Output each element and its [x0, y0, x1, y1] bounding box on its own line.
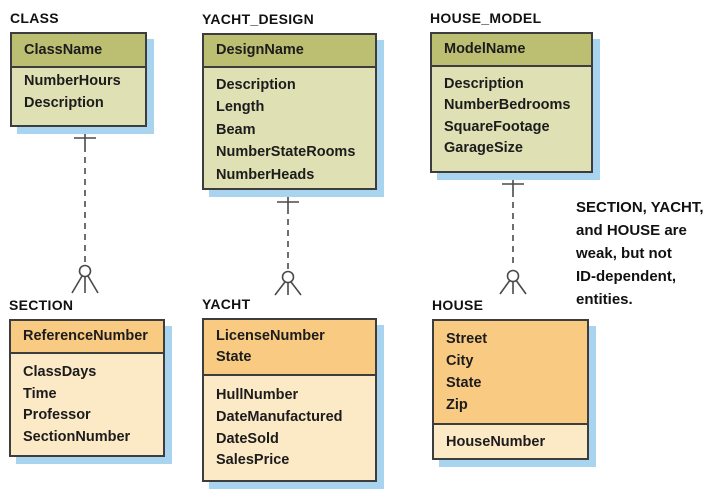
annotation-line: ID-dependent,	[576, 268, 676, 285]
entity-title: HOUSE_MODEL	[430, 10, 542, 26]
attribute-label: Street	[446, 331, 488, 347]
attribute-label: NumberHeads	[216, 166, 315, 183]
entity-title: YACHT	[202, 296, 251, 312]
attribute-label: DateManufactured	[216, 408, 343, 425]
attribute-label: Description	[444, 76, 524, 92]
attribute-label: City	[446, 353, 474, 369]
attribute-label: HouseNumber	[446, 433, 546, 450]
zero-or-many-crow-foot-icon	[499, 269, 527, 295]
entity-title: CLASS	[10, 10, 59, 26]
annotation-note: SECTION, YACHT, and HOUSE are weak, but no…	[576, 196, 720, 311]
attribute-label: NumberBedrooms	[444, 97, 571, 114]
zero-or-many-crow-foot-icon	[71, 264, 99, 294]
attribute-label: LicenseNumber	[216, 327, 325, 344]
attribute-label: Professor	[23, 407, 91, 423]
attribute-label: Length	[216, 99, 265, 116]
entity-key-section: ModelName	[432, 34, 591, 67]
annotation-line: entities.	[576, 291, 633, 308]
attribute-label: ModelName	[444, 40, 526, 57]
attribute-label: HullNumber	[216, 387, 299, 403]
connector-class-section	[71, 127, 99, 294]
attribute-label: SquareFootage	[444, 118, 550, 135]
connector-housemodel-house	[499, 173, 527, 295]
connector-yachtdesign-yacht	[274, 190, 302, 296]
attribute-label: GarageSize	[444, 140, 523, 157]
annotation-line: SECTION, YACHT,	[576, 199, 704, 216]
entity-title: SECTION	[9, 297, 74, 313]
attribute-label: DesignName	[216, 42, 304, 59]
attribute-label: State	[446, 375, 482, 391]
attribute-label: Description	[216, 77, 296, 93]
attribute-label: Description	[24, 95, 104, 111]
attribute-label: NumberHours	[24, 73, 121, 89]
entity-key-section: ReferenceNumber	[11, 321, 163, 354]
attribute-label: Beam	[216, 121, 256, 138]
entity-title: YACHT_DESIGN	[202, 11, 314, 27]
attribute-label: ClassName	[24, 42, 103, 58]
entity-key-section: ClassName	[12, 34, 145, 68]
attribute-label: DateSold	[216, 430, 279, 447]
attribute-label: State	[216, 349, 252, 365]
entity-key-section: DesignName	[204, 35, 375, 68]
attribute-label: SalesPrice	[216, 452, 290, 469]
annotation-line: weak, but not	[576, 245, 672, 262]
attribute-label: ClassDays	[23, 364, 97, 380]
attribute-label: NumberStateRooms	[216, 144, 356, 161]
annotation-line: and HOUSE are	[576, 222, 687, 239]
attribute-label: SectionNumber	[23, 428, 131, 445]
attribute-label: Time	[23, 385, 57, 402]
entity-title: HOUSE	[432, 297, 484, 313]
attribute-label: Zip	[446, 397, 468, 413]
attribute-label: ReferenceNumber	[23, 327, 148, 344]
entity-attribute-section: HouseNumber	[434, 425, 587, 458]
zero-or-many-crow-foot-icon	[274, 270, 302, 296]
